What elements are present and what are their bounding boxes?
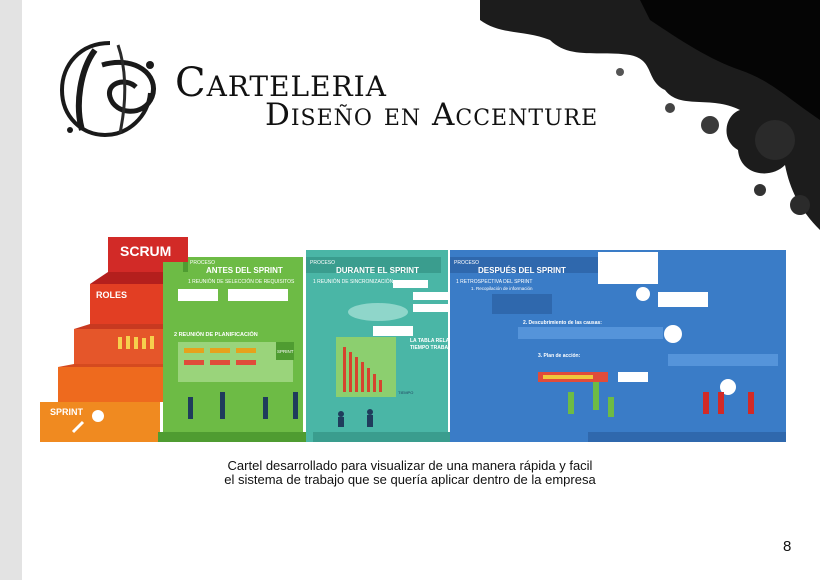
stage2-table-title1: LA TABLA RELACIÓN — [410, 336, 462, 344]
stage3-title: DESPUÉS DEL SPRINT — [478, 266, 566, 275]
left-margin-strip — [0, 0, 22, 580]
header-title-line2: Diseño en Accenture — [265, 97, 599, 133]
stage2-step1: 1 REUNIÓN DE SINCRONIZACIÓN — [313, 278, 394, 285]
brand-logo — [59, 41, 156, 138]
stage3-step3: 3. Plan de acción: — [538, 353, 581, 359]
stage2-title: DURANTE EL SPRINT — [336, 266, 419, 275]
scrum-staircase: SCRUM ROLES SPRINT — [40, 237, 188, 442]
stage3-step1a: 1. Recopilación de información — [471, 286, 533, 291]
stage1-sprint-box: SPRINT — [277, 349, 294, 354]
stage-during-sprint: PROCESO DURANTE EL SPRINT 1 REUNIÓN DE S… — [306, 250, 462, 442]
stage2-proceso: PROCESO — [310, 260, 335, 266]
scrum-poster: SCRUM ROLES SPRINT PROCESO ANTES DEL SPR… — [40, 237, 786, 442]
roles-label: ROLES — [96, 290, 127, 300]
stage3-proceso: PROCESO — [454, 260, 479, 266]
stage-before-sprint: PROCESO ANTES DEL SPRINT 1 REUNIÓN DE SE… — [158, 257, 308, 442]
poster-caption-line2: el sistema de trabajo que se quería apli… — [224, 472, 596, 487]
stage1-step1: 1 REUNIÓN DE SELECCIÓN DE REQUISITOS — [188, 278, 295, 285]
poster-caption-line1: Cartel desarrollado para visualizar de u… — [227, 458, 593, 473]
stage2-table-title2: TIEMPO TRABAJO — [410, 345, 455, 351]
sprint-label: SPRINT — [50, 407, 84, 417]
scrum-label: SCRUM — [120, 243, 171, 259]
page-number: 8 — [783, 538, 792, 555]
stage1-step2: 2 REUNIÓN DE PLANIFICACIÓN — [174, 330, 258, 338]
ink-splash-decoration — [480, 0, 820, 230]
stage1-proceso: PROCESO — [190, 260, 215, 266]
stage-after-sprint: PROCESO DESPUÉS DEL SPRINT 1 RETROSPECTI… — [450, 250, 786, 442]
stage1-title: ANTES DEL SPRINT — [206, 266, 283, 275]
stage2-axis-label: TIEMPO — [398, 390, 413, 395]
stage3-step1: 1 RETROSPECTIVA DEL SPRINT — [456, 279, 532, 285]
stage3-step2: 2. Descubrimiento de las causas: — [523, 320, 602, 326]
header-title-line1: Carteleria — [175, 60, 387, 106]
